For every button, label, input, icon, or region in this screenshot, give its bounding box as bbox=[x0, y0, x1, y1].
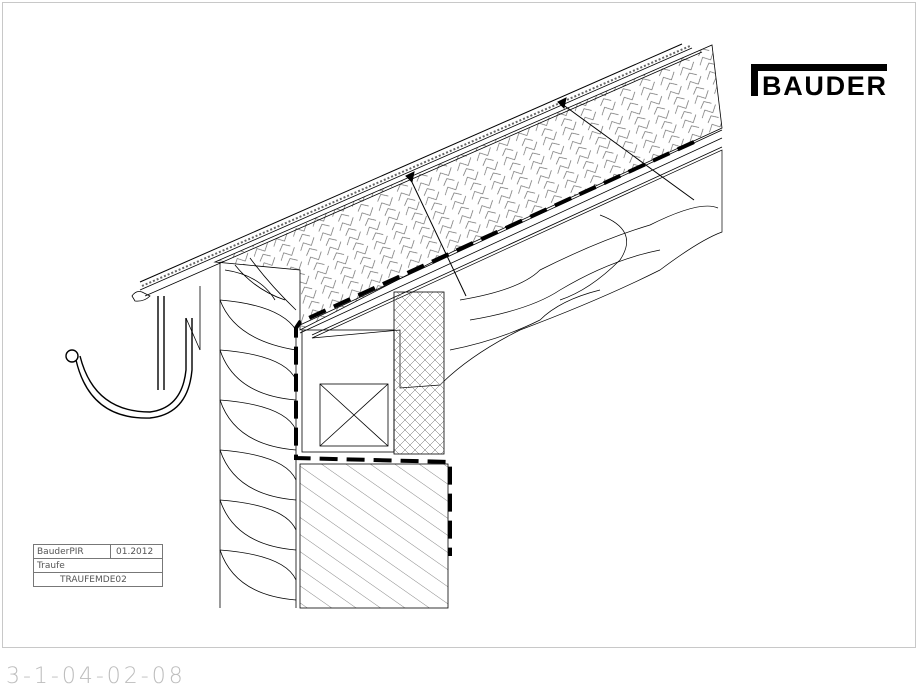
bauder-logo: BAUDER bbox=[751, 64, 887, 101]
title-block-file: TRAUFEMDE02 bbox=[60, 575, 127, 585]
drawing-frame bbox=[2, 2, 916, 648]
roof-insulation bbox=[213, 44, 723, 331]
title-block-date: 01.2012 bbox=[116, 547, 154, 557]
gutter bbox=[65, 286, 201, 419]
bauder-logo-text: BAUDER bbox=[762, 71, 886, 101]
fasteners bbox=[405, 97, 695, 297]
roof-covering bbox=[131, 43, 703, 302]
drawing-number: 3-1-04-02-08 bbox=[6, 664, 186, 689]
fascia-frame bbox=[301, 291, 445, 455]
title-block-product: BauderPIR bbox=[37, 547, 84, 557]
wall-insulation bbox=[219, 257, 297, 608]
title-block: BauderPIR 01.2012 Traufe TRAUFEMDE02 bbox=[33, 544, 163, 587]
title-block-title: Traufe bbox=[37, 561, 65, 571]
masonry-wall bbox=[299, 463, 449, 609]
membrane bbox=[294, 140, 695, 556]
